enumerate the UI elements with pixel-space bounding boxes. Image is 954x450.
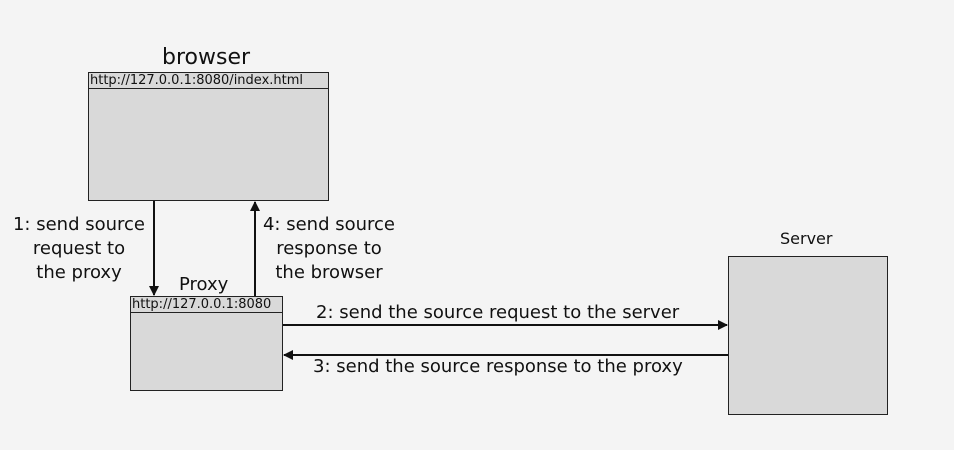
server-box <box>728 256 888 415</box>
step2-label: 2: send the source request to the server <box>316 302 680 323</box>
proxy-url-bar: http://127.0.0.1:8080 <box>131 297 282 313</box>
step4-line3: the browser <box>275 262 383 283</box>
step1-line3: the proxy <box>36 262 122 283</box>
browser-title: browser <box>162 45 251 70</box>
proxy-title: Proxy <box>179 274 229 295</box>
browser-url-bar: http://127.0.0.1:8080/index.html <box>89 73 328 89</box>
step4-label: 4: send source response to the browser <box>256 213 402 285</box>
step3-label: 3: send the source response to the proxy <box>313 356 683 377</box>
server-title: Server <box>780 229 833 248</box>
step4-line2: response to <box>276 238 382 259</box>
browser-window: http://127.0.0.1:8080/index.html <box>88 72 329 201</box>
proxy-box: http://127.0.0.1:8080 <box>130 296 283 391</box>
step1-line1: 1: send source <box>12 214 146 235</box>
step1-label: 1: send source request to the proxy <box>8 213 150 285</box>
step4-line1: 4: send source <box>262 214 396 235</box>
step1-line2: request to <box>32 238 126 259</box>
